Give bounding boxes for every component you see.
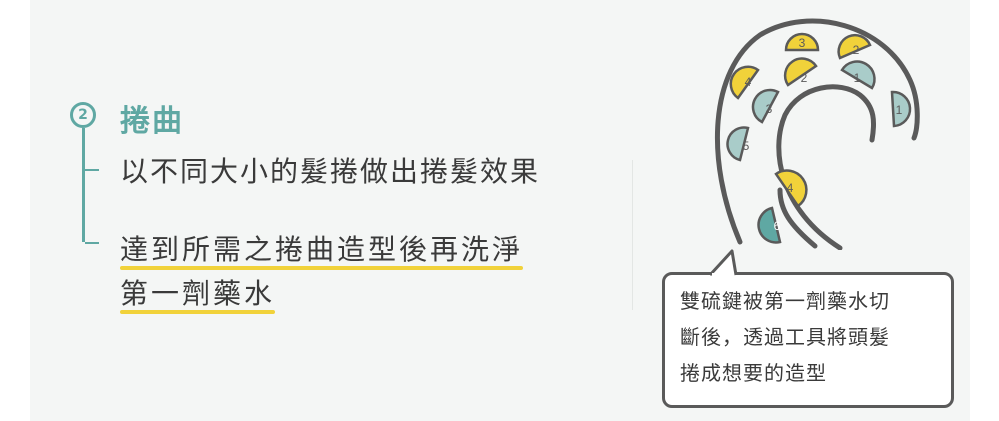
callout-line-3: 捲成想要的造型: [680, 361, 827, 385]
curler-shape: [890, 90, 912, 128]
callout-line-1: 雙硫鍵被第一劑藥水切: [680, 289, 890, 313]
curler: 3: [751, 88, 780, 124]
hair-strand: [777, 187, 818, 249]
callout-text: 雙硫鍵被第一劑藥水切 斷後，透過工具將頭髮 捲成想要的造型: [680, 283, 942, 391]
curler: 2: [783, 57, 818, 87]
curler-shape: [783, 57, 818, 87]
curler-label: 5: [743, 139, 750, 153]
timeline-tick: [85, 169, 99, 171]
curler: 6: [757, 206, 782, 244]
curler: 3: [784, 32, 820, 52]
step-title: 捲曲: [120, 104, 184, 139]
curler-label: 6: [774, 219, 781, 233]
curler-shape: [774, 169, 808, 208]
timeline-line: [82, 128, 85, 242]
curler-shape: [840, 60, 876, 90]
highlight-text-2: 第一劑藥水: [120, 277, 276, 310]
step-number-badge: 2: [70, 102, 96, 128]
step-description: 以不同大小的髮捲做出捲髮效果: [120, 155, 541, 188]
head-outline-outer: [714, 18, 920, 245]
curler-shape: [837, 33, 872, 60]
curler: 5: [726, 126, 750, 162]
curler-label: 1: [854, 71, 861, 85]
hair-curler-diagram: 3 2 4 2 1 3 1 5: [714, 18, 920, 250]
curler-label: 3: [766, 102, 773, 116]
curler: 4: [774, 169, 808, 208]
curler: 4: [729, 65, 760, 100]
curler-label: 2: [801, 71, 808, 85]
curler: 1: [890, 90, 912, 128]
highlight-underline: [120, 310, 276, 314]
curler-label: 4: [745, 75, 752, 89]
highlight-text-1: 達到所需之捲曲造型後再洗淨: [120, 233, 524, 266]
callout-line-2: 斷後，透過工具將頭髮: [680, 325, 890, 349]
curler-label: 1: [896, 103, 903, 117]
timeline-tick: [85, 242, 99, 244]
callout-bubble: [662, 272, 954, 408]
curler-label: 4: [787, 181, 794, 195]
curler-shape: [757, 206, 782, 244]
highlight-line-2: 第一劑藥水: [120, 272, 276, 314]
curler-label: 2: [853, 43, 860, 57]
step-number: 2: [78, 107, 88, 123]
highlight-underline: [120, 266, 524, 270]
curler-shape: [784, 32, 820, 52]
divider: [632, 160, 633, 310]
curler-label: 3: [799, 36, 806, 50]
curler-shape: [726, 126, 750, 162]
callout-pointer: [708, 249, 738, 278]
highlight-line-1: 達到所需之捲曲造型後再洗淨: [120, 228, 524, 270]
curler-shape: [729, 65, 760, 100]
curler: 2: [837, 33, 872, 60]
curler: 1: [840, 60, 876, 90]
curler-shape: [751, 88, 780, 124]
